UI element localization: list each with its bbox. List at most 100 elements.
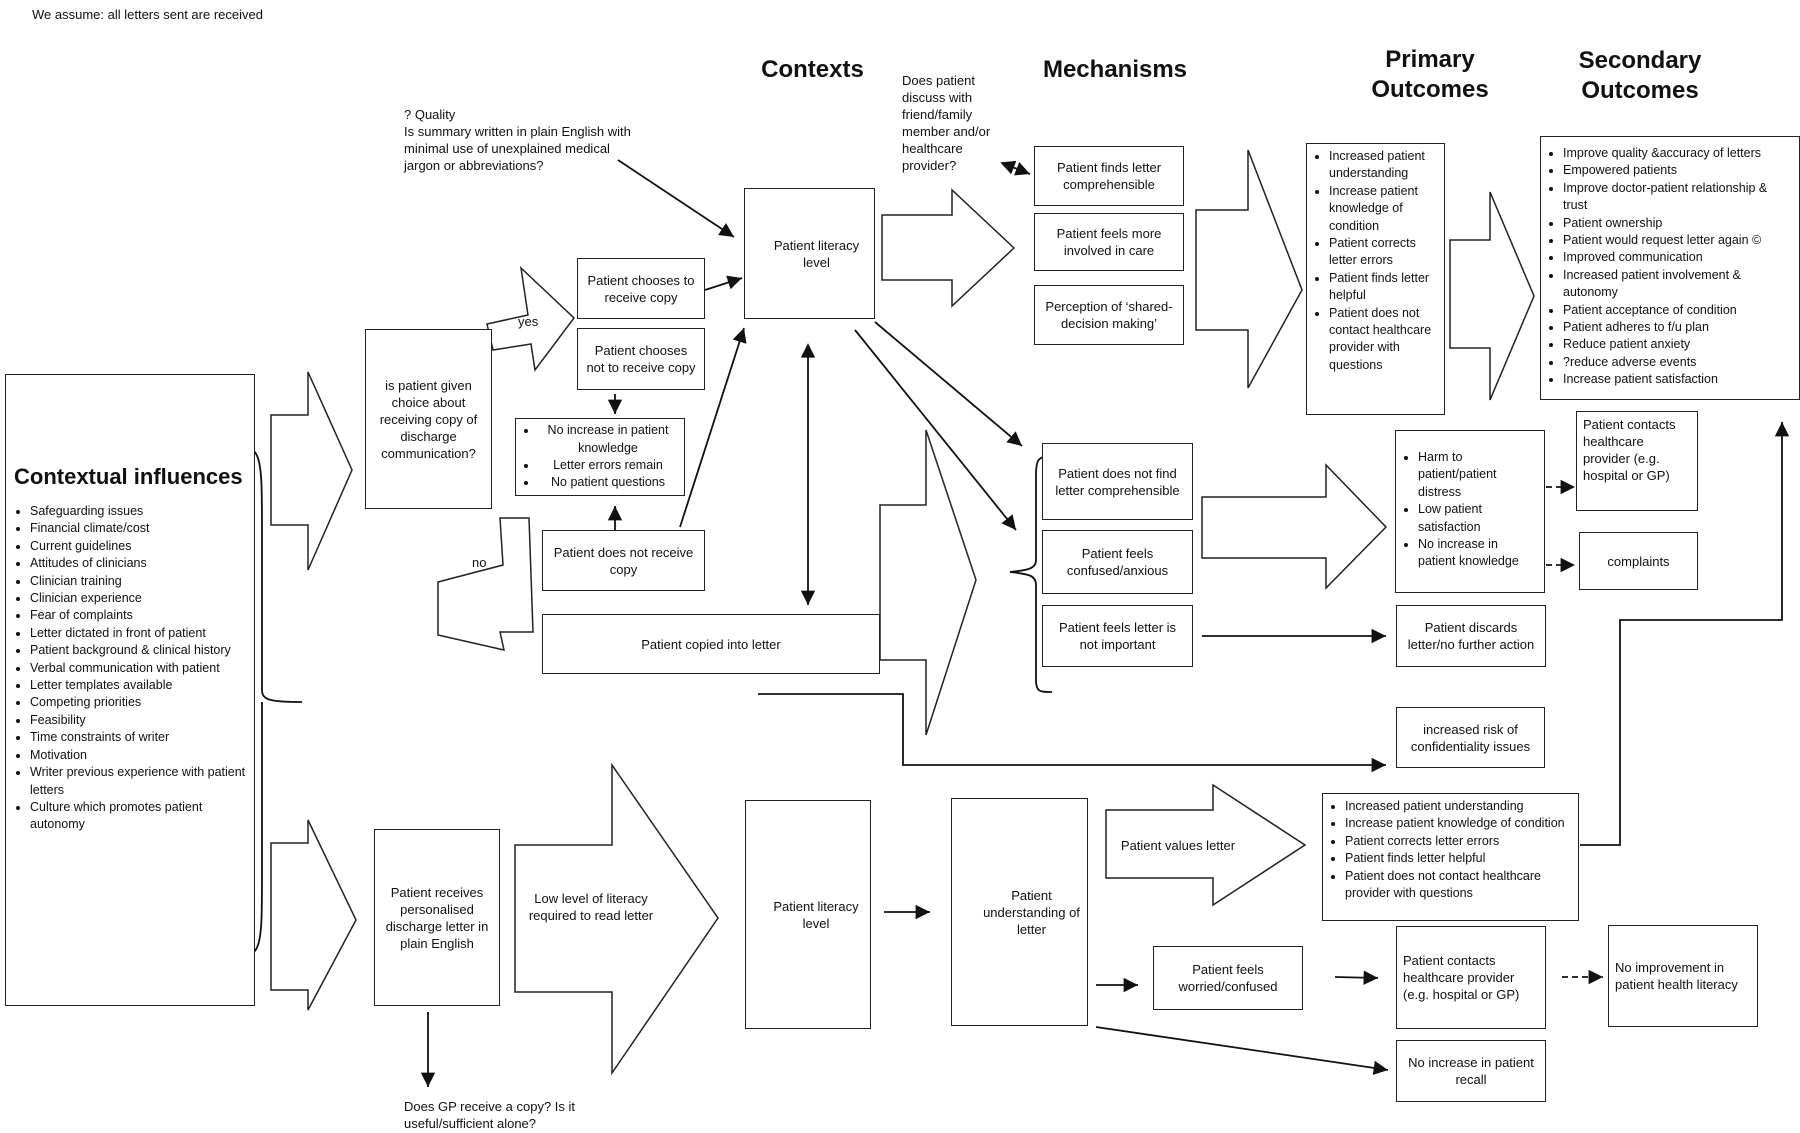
- primary-outcomes-top-list: Increased patient understandingIncrease …: [1313, 148, 1438, 374]
- list-item: Patient background & clinical history: [30, 642, 246, 659]
- mechanism-negative-box: Patient does not find letter comprehensi…: [1042, 443, 1193, 520]
- primary-outcomes-bottom-list: Increased patient understandingIncrease …: [1329, 798, 1572, 902]
- harm-box: Harm to patient/patient distressLow pati…: [1395, 430, 1545, 593]
- list-item: Increased patient understanding: [1345, 798, 1572, 815]
- copied-into-letter-box: Patient copied into letter: [542, 614, 880, 674]
- mechanism-positive-box: Perception of ‘shared-decision making’: [1034, 285, 1184, 345]
- low-literacy-label: Low level of literacy required to read l…: [528, 891, 654, 923]
- list-item: Financial climate/cost: [30, 520, 246, 537]
- list-item: Patient does not contact healthcare prov…: [1345, 868, 1572, 903]
- header-secondary-outcomes: Secondary Outcomes: [1578, 47, 1702, 104]
- assumption-note: We assume: all letters sent are received: [32, 7, 263, 22]
- quality-note: ? Quality Is summary written in plain En…: [404, 107, 631, 173]
- list-item: Harm to patient/patient distress: [1418, 449, 1538, 501]
- list-item: Patient finds letter helpful: [1329, 270, 1438, 305]
- block-arrow-yes: [486, 265, 576, 372]
- header-primary-outcomes: Primary Outcomes: [1371, 46, 1489, 103]
- secondary-outcomes-list: Improve quality &accuracy of lettersEmpo…: [1547, 145, 1793, 389]
- mechanism-positive-box: Patient feels more involved in care: [1034, 213, 1184, 271]
- list-item: Writer previous experience with patient …: [30, 764, 246, 799]
- block-arrow-low-literacy: [514, 762, 719, 1076]
- mechanism-positive-box: Patient finds letter comprehensible: [1034, 146, 1184, 206]
- list-item: Patient finds letter helpful: [1345, 850, 1572, 867]
- receives-personalised-box: Patient receives personalised discharge …: [374, 829, 500, 1006]
- chooses-not-receive-box: Patient chooses not to receive copy: [577, 328, 705, 390]
- header-mechanisms: Mechanisms: [1042, 56, 1188, 83]
- header-contexts: Contexts: [761, 56, 864, 83]
- list-item: ?reduce adverse events: [1563, 354, 1793, 371]
- values-letter-label: Patient values letter: [1120, 838, 1236, 853]
- no-increase-list: No increase in patient knowledgeLetter e…: [522, 422, 678, 492]
- block-arrow-no: [437, 517, 534, 651]
- list-item: Increase patient satisfaction: [1563, 371, 1793, 388]
- list-item: Patient corrects letter errors: [1345, 833, 1572, 850]
- list-item: Safeguarding issues: [30, 503, 246, 520]
- list-item: Feasibility: [30, 712, 246, 729]
- primary-outcomes-top-box: Increased patient understandingIncrease …: [1306, 143, 1445, 415]
- list-item: Attitudes of clinicians: [30, 555, 246, 572]
- does-not-receive-box: Patient does not receive copy: [542, 530, 705, 591]
- literacy-bottom-box: Patient literacy level: [745, 800, 871, 1029]
- mechanism-negative-box: Patient feels letter is not important: [1042, 605, 1193, 667]
- list-item: Letter dictated in front of patient: [30, 625, 246, 642]
- list-item: Patient adheres to f/u plan: [1563, 319, 1793, 336]
- confidentiality-box: increased risk of confidentiality issues: [1396, 707, 1545, 768]
- contacts-provider-bottom-box: Patient contacts healthcare provider (e.…: [1396, 926, 1546, 1029]
- contextual-influences-box: Contextual influences Safeguarding issue…: [5, 374, 255, 1006]
- block-arrow-contexts-top: [881, 188, 1016, 308]
- list-item: Culture which promotes patient autonomy: [30, 799, 246, 834]
- literacy-top-box: Patient literacy level: [744, 188, 875, 319]
- secondary-outcomes-box: Improve quality &accuracy of lettersEmpo…: [1540, 136, 1800, 400]
- block-arrow-values: [1105, 783, 1307, 907]
- gp-copy-note: Does GP receive a copy? Is it useful/suf…: [404, 1099, 576, 1131]
- block-arrow-context-top: [270, 371, 353, 571]
- list-item: Verbal communication with patient: [30, 660, 246, 677]
- mechanism-negative-box: Patient feels confused/anxious: [1042, 530, 1193, 594]
- block-arrow-neg-mech: [1201, 463, 1388, 590]
- list-item: Improve quality &accuracy of letters: [1563, 145, 1793, 162]
- list-item: Motivation: [30, 747, 246, 764]
- list-item: Increased patient involvement & autonomy: [1563, 267, 1793, 302]
- block-arrow-context-bottom: [270, 819, 357, 1011]
- list-item: Patient corrects letter errors: [1329, 235, 1438, 270]
- list-item: Increased patient understanding: [1329, 148, 1438, 183]
- contacts-provider-top-box: Patient contacts healthcare provider (e.…: [1576, 411, 1698, 511]
- list-item: Current guidelines: [30, 538, 246, 555]
- list-item: Clinician training: [30, 573, 246, 590]
- list-item: Improved communication: [1563, 249, 1793, 266]
- list-item: Reduce patient anxiety: [1563, 336, 1793, 353]
- no-improvement-box: No improvement in patient health literac…: [1608, 925, 1758, 1027]
- worried-box: Patient feels worried/confused: [1153, 946, 1303, 1010]
- list-item: Low patient satisfaction: [1418, 501, 1538, 536]
- list-item: No increase in patient knowledge: [1418, 536, 1538, 571]
- list-item: No increase in patient knowledge: [538, 422, 678, 457]
- list-item: Patient acceptance of condition: [1563, 302, 1793, 319]
- list-item: Improve doctor-patient relationship & tr…: [1563, 180, 1793, 215]
- block-arrow-primary-top: [1449, 191, 1535, 401]
- list-item: Letter errors remain: [538, 457, 678, 474]
- list-item: Increase patient knowledge of condition: [1329, 183, 1438, 235]
- choice-box: is patient given choice about receiving …: [365, 329, 492, 509]
- harm-list: Harm to patient/patient distressLow pati…: [1402, 449, 1538, 571]
- understanding-box: Patient understanding of letter: [951, 798, 1088, 1026]
- no-increase-box: No increase in patient knowledgeLetter e…: [515, 418, 685, 496]
- list-item: Time constraints of writer: [30, 729, 246, 746]
- complaints-box: complaints: [1579, 532, 1698, 590]
- contextual-influences-title: Contextual influences: [14, 464, 243, 489]
- list-item: Patient ownership: [1563, 215, 1793, 232]
- no-label: no: [472, 555, 487, 570]
- brace-neg: [1009, 455, 1053, 693]
- discards-box: Patient discards letter/no further actio…: [1396, 605, 1546, 667]
- block-arrow-mechanisms-top: [1195, 149, 1303, 389]
- list-item: Clinician experience: [30, 590, 246, 607]
- block-arrow-big-center: [879, 429, 977, 736]
- list-item: Patient does not contact healthcare prov…: [1329, 305, 1438, 375]
- list-item: Increase patient knowledge of condition: [1345, 815, 1572, 832]
- discuss-note: Does patient discuss with friend/family …: [902, 73, 991, 173]
- list-item: Fear of complaints: [30, 607, 246, 624]
- list-item: Competing priorities: [30, 694, 246, 711]
- primary-outcomes-bottom-box: Increased patient understandingIncrease …: [1322, 793, 1579, 921]
- no-recall-box: No increase in patient recall: [1396, 1040, 1546, 1102]
- contextual-influences-list: Safeguarding issuesFinancial climate/cos…: [14, 503, 246, 834]
